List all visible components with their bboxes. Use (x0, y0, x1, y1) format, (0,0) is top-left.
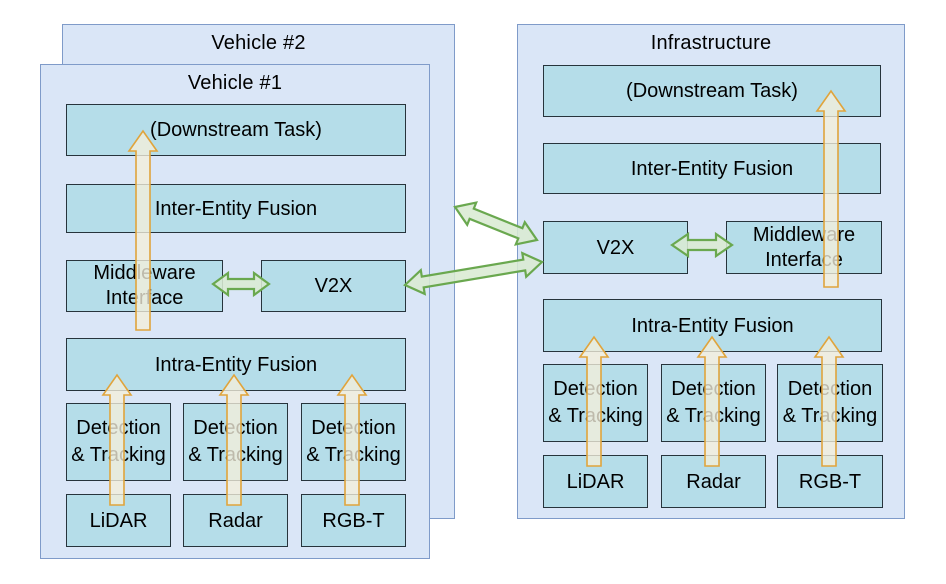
block-sensor-rgbt-v1: RGB-T (301, 494, 406, 547)
block-detection-tracking-infra-3: Detection & Tracking (777, 364, 883, 442)
block-intra-entity-fusion-v1: Intra-Entity Fusion (66, 338, 406, 391)
block-sensor-radar-v1: Radar (183, 494, 288, 547)
det-line1: Detection (193, 417, 278, 439)
det-line1: Detection (787, 378, 873, 400)
block-sensor-lidar-v1: LiDAR (66, 494, 171, 547)
det-line2: & Tracking (666, 405, 761, 427)
block-sensor-lidar-infra: LiDAR (543, 455, 648, 508)
entity-title-vehicle2: Vehicle #2 (211, 32, 306, 54)
entity-title-vehicle1: Vehicle #1 (187, 72, 283, 94)
det-line1: Detection (76, 417, 161, 439)
block-detection-tracking-v1-3: Detection & Tracking (301, 403, 406, 481)
block-middleware-interface-infra: Middleware Interface (726, 221, 882, 274)
block-middleware-interface-v1: Middleware Interface (66, 260, 223, 312)
block-detection-tracking-infra-1: Detection & Tracking (543, 364, 648, 442)
block-inter-entity-fusion-v1: Inter-Entity Fusion (66, 184, 406, 233)
block-detection-tracking-v1-1: Detection & Tracking (66, 403, 171, 481)
entity-title-infrastructure: Infrastructure (650, 32, 772, 54)
det-line1: Detection (671, 378, 756, 400)
det-line1: Detection (311, 417, 396, 439)
block-downstream-task-infra: (Downstream Task) (543, 65, 881, 117)
det-line2: & Tracking (306, 444, 401, 466)
block-intra-entity-fusion-infra: Intra-Entity Fusion (543, 299, 882, 352)
block-v2x-infra: V2X (543, 221, 688, 274)
block-downstream-task-v1: (Downstream Task) (66, 104, 406, 156)
det-line2: & Tracking (188, 444, 283, 466)
entity-vehicle1: Vehicle #1 (Downstream Task) Inter-Entit… (40, 64, 430, 559)
det-line1: Detection (553, 378, 638, 400)
entity-infrastructure: Infrastructure (Downstream Task) Inter-E… (517, 24, 905, 519)
det-line2: & Tracking (782, 405, 878, 427)
block-sensor-radar-infra: Radar (661, 455, 766, 508)
block-sensor-rgbt-infra: RGB-T (777, 455, 883, 508)
block-detection-tracking-infra-2: Detection & Tracking (661, 364, 766, 442)
det-line2: & Tracking (71, 444, 166, 466)
block-detection-tracking-v1-2: Detection & Tracking (183, 403, 288, 481)
block-inter-entity-fusion-infra: Inter-Entity Fusion (543, 143, 881, 194)
block-v2x-v1: V2X (261, 260, 406, 312)
det-line2: & Tracking (548, 405, 643, 427)
